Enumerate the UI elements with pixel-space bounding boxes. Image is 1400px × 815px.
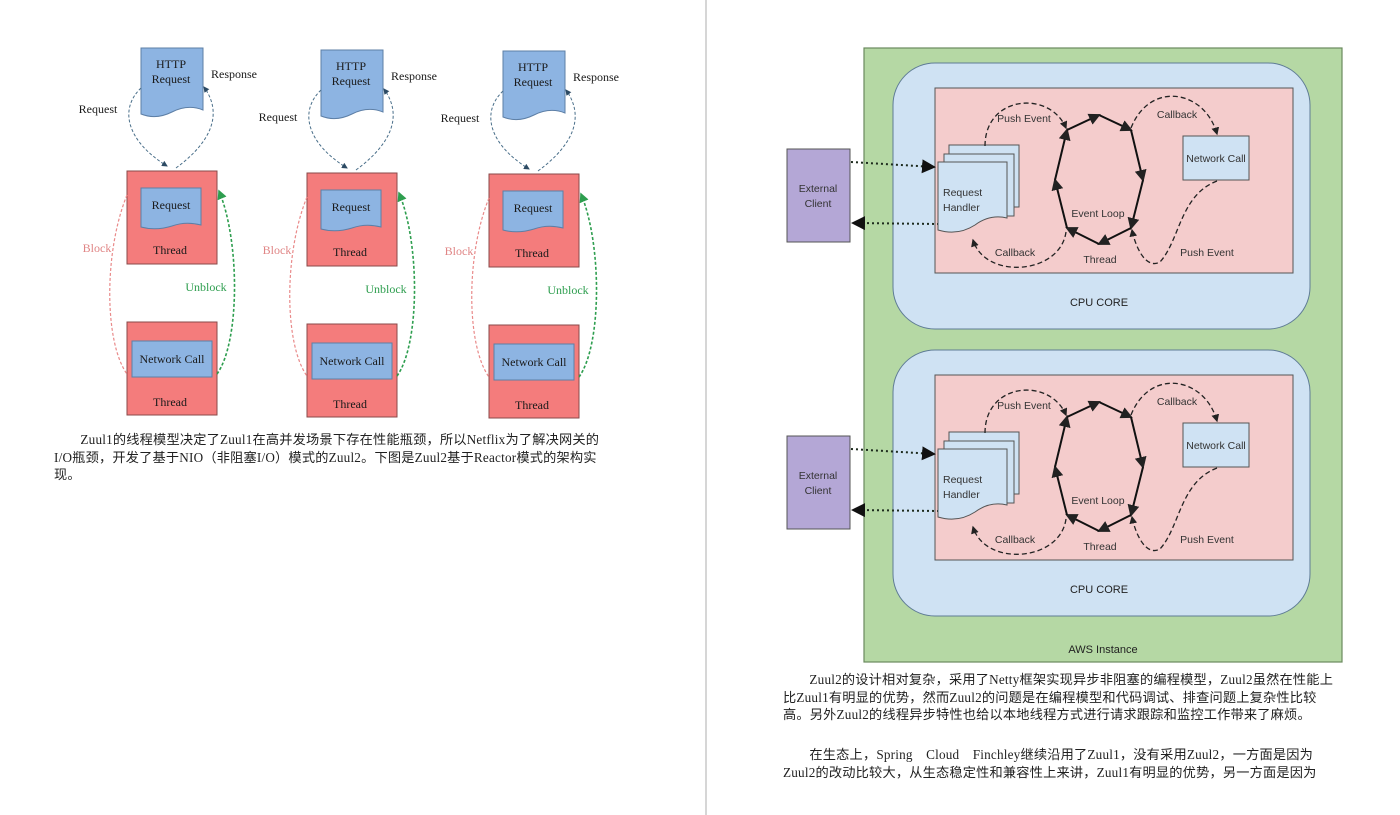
request-arrow-label: Request: [441, 111, 480, 125]
request-document: [140, 187, 202, 230]
thread-label: Thread: [515, 246, 549, 260]
network-call-label: Network Call: [502, 355, 568, 369]
request-document-label: Request: [152, 198, 191, 212]
paragraph-zuul1-bottleneck: Zuul1的线程模型决定了Zuul1在高并发场景下存在性能瓶颈，所以Netfli…: [54, 432, 600, 482]
network-thread-label: Thread: [333, 397, 367, 411]
block-arrow: [471, 197, 490, 378]
block-arrow: [109, 194, 128, 375]
response-arrow-label: Response: [573, 70, 619, 84]
request-document: [320, 189, 382, 232]
unblock-label: Unblock: [365, 282, 406, 296]
request-arrow-label: Request: [79, 102, 118, 116]
unblock-label: Unblock: [185, 280, 226, 294]
right-page: Zuul2的设计相对复杂，采用了Netty框架实现异步非阻塞的编程模型，Zuul…: [707, 0, 1400, 815]
network-thread-label: Thread: [515, 398, 549, 412]
thread-label: Thread: [333, 245, 367, 259]
request-arrow: [128, 87, 168, 167]
network-call-box: [493, 343, 575, 381]
network-thread-label: Thread: [153, 395, 187, 409]
paragraph-zuul2-complexity: Zuul2的设计相对复杂，采用了Netty框架实现异步非阻塞的编程模型，Zuul…: [783, 672, 1334, 722]
request-document: [502, 190, 564, 233]
unblock-arrow: [396, 191, 416, 377]
block-label: Block: [445, 244, 474, 258]
unblock-arrow: [216, 189, 236, 375]
request-document-label: Request: [332, 200, 371, 214]
http-request-document: [502, 50, 566, 121]
block-label: Block: [83, 241, 112, 255]
page-divider: [705, 0, 707, 815]
network-call-label: Network Call: [140, 352, 206, 366]
request-arrow-label: Request: [259, 110, 298, 124]
response-arrow: [175, 86, 214, 169]
response-arrow: [537, 89, 576, 172]
request-arrow: [490, 90, 530, 170]
block-arrow: [289, 196, 308, 377]
request-document-label: Request: [514, 201, 553, 215]
response-arrow-label: Response: [211, 67, 257, 81]
http-request-document: [320, 49, 384, 120]
request-arrow: [308, 89, 348, 169]
block-label: Block: [263, 243, 292, 257]
http-request-document: [140, 47, 204, 118]
response-arrow-label: Response: [391, 69, 437, 83]
network-call-box: [131, 340, 213, 378]
unblock-arrow: [578, 192, 598, 378]
unblock-label: Unblock: [547, 283, 588, 297]
response-arrow: [355, 88, 394, 171]
thread-label: Thread: [153, 243, 187, 257]
network-call-label: Network Call: [320, 354, 386, 368]
paragraph-ecosystem: 在生态上，Spring Cloud Finchley继续沿用了Zuul1，没有采…: [783, 747, 1317, 780]
network-call-box: [311, 342, 393, 380]
